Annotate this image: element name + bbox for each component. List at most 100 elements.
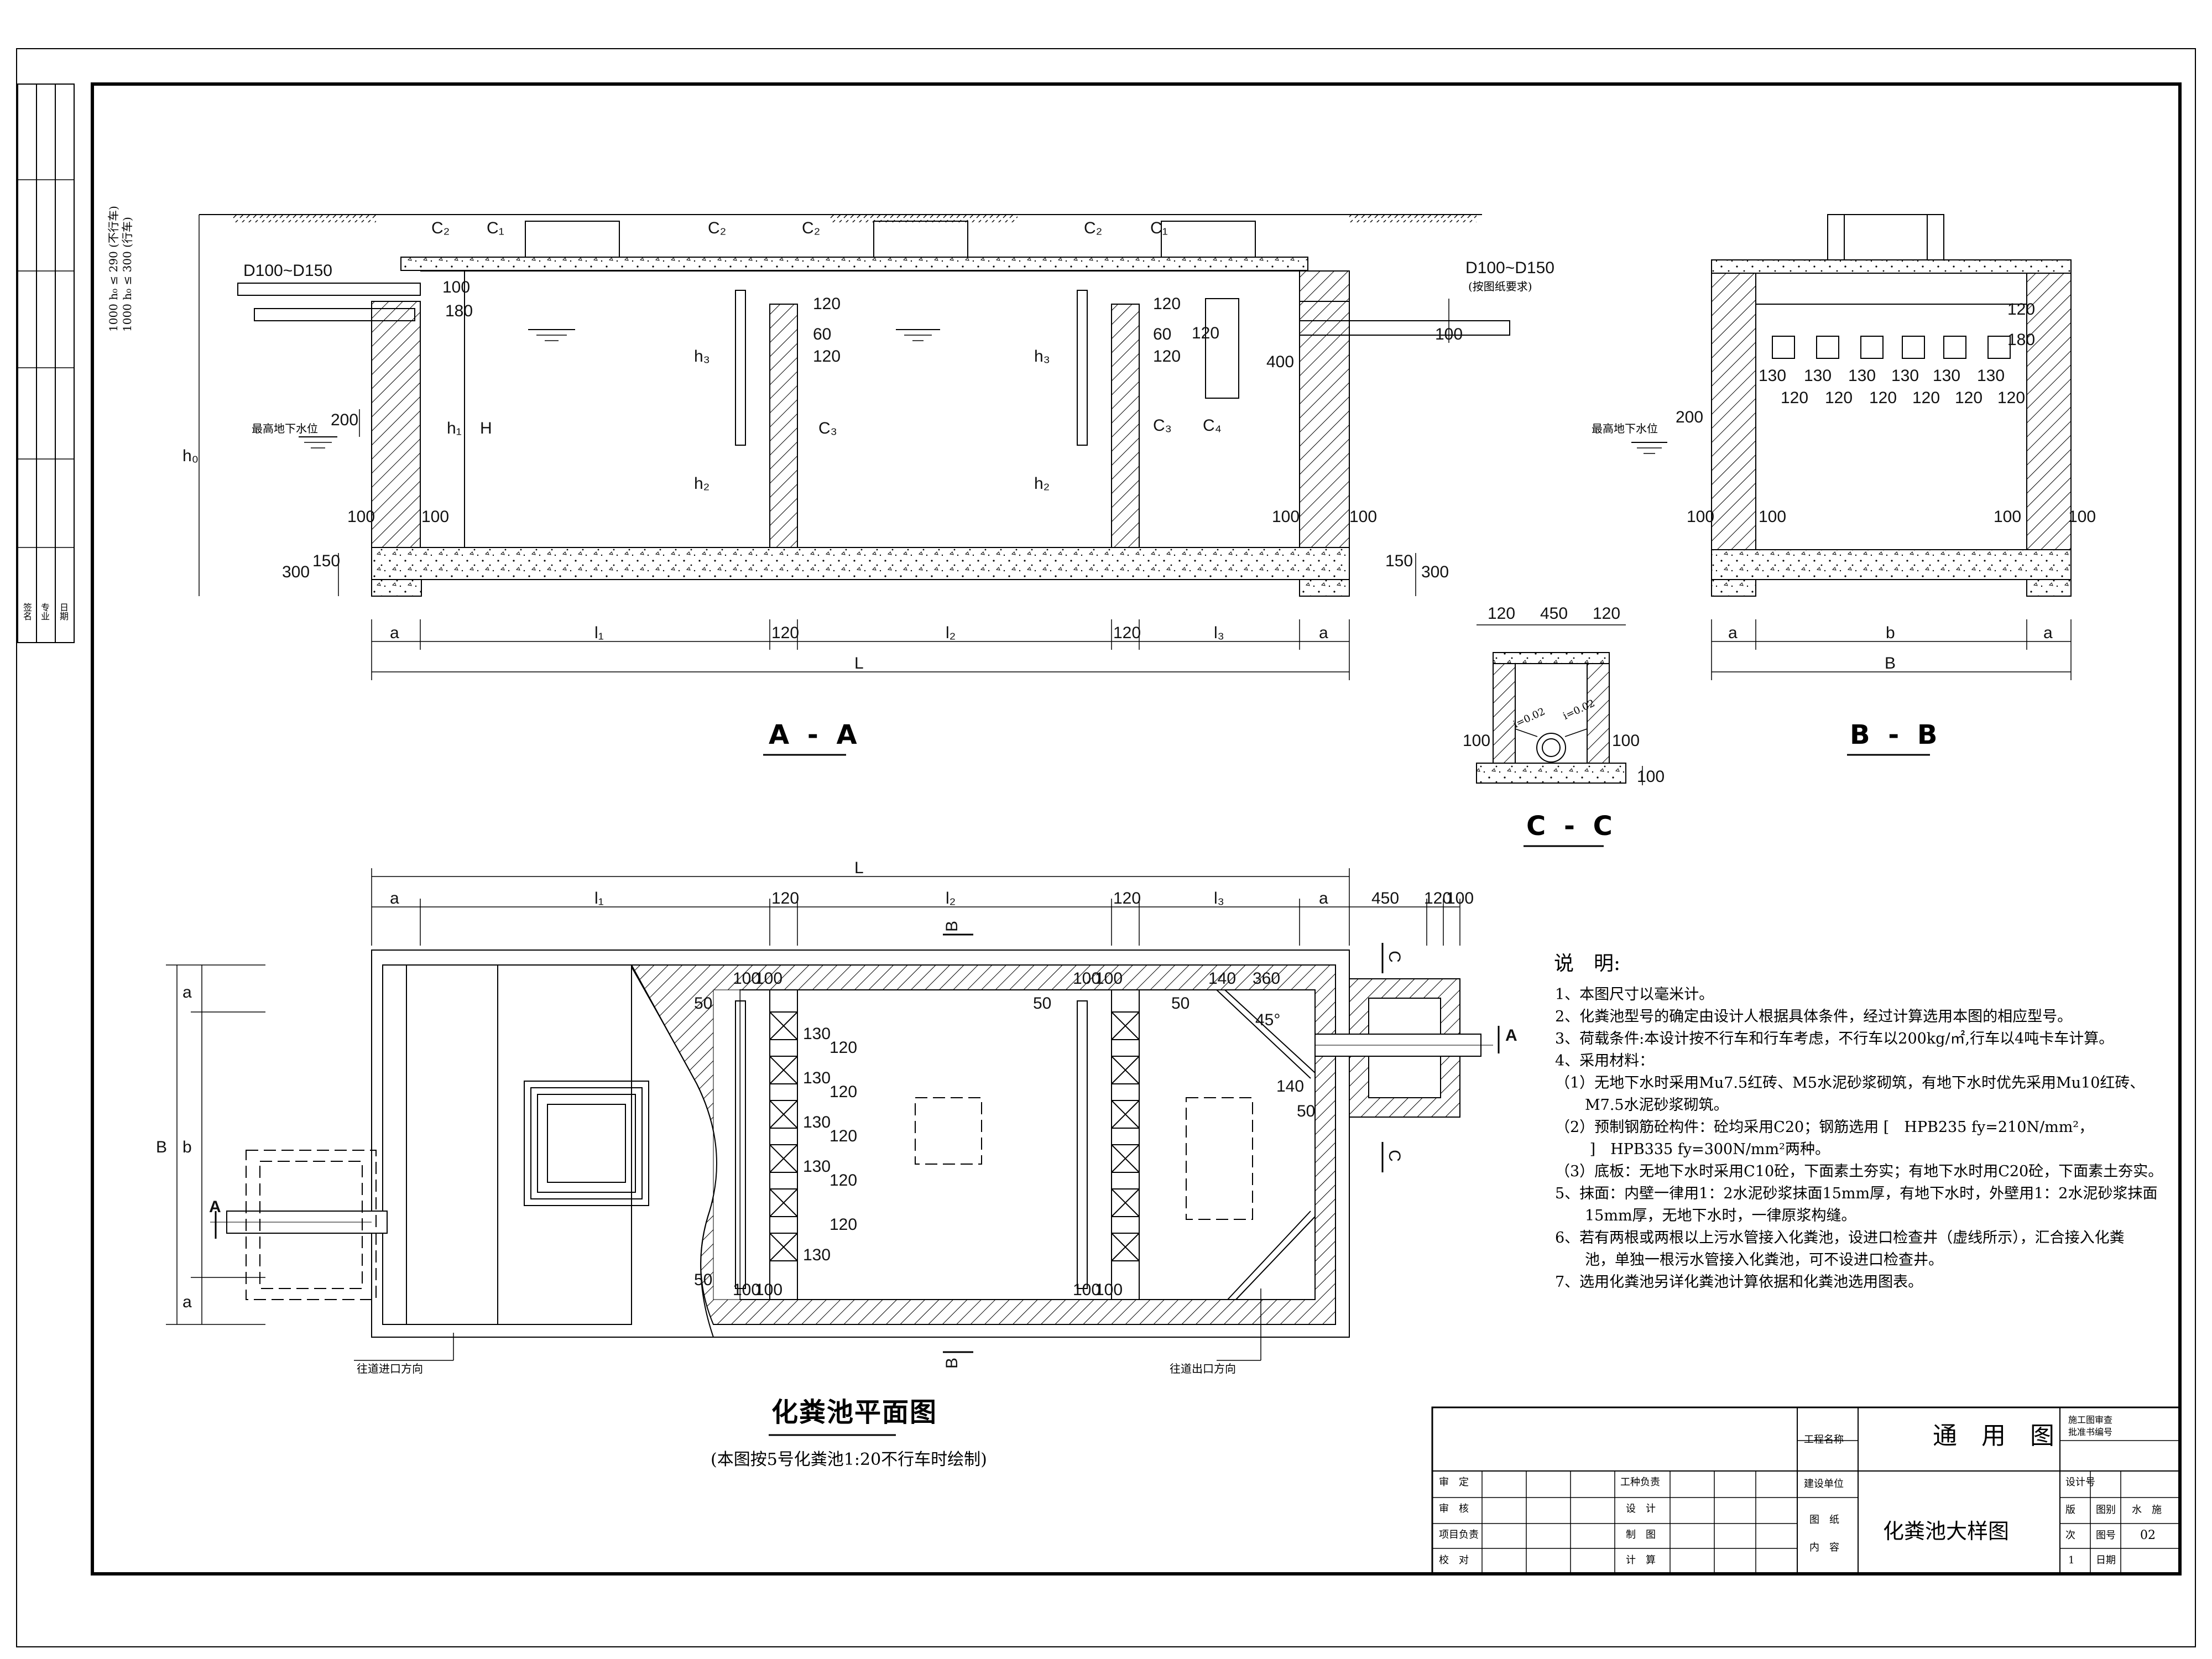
- bb-openings: [1772, 336, 2011, 359]
- plan-dim-360: 360: [1253, 969, 1281, 988]
- plan-dim-120-c: 120: [1424, 889, 1452, 907]
- aa-dim-100-w3: 100: [1272, 508, 1300, 526]
- tb-r2c: 02: [2140, 1528, 2156, 1542]
- aa-bottom-l3: l₃: [1214, 624, 1224, 642]
- aa-bottom-120-a: 120: [771, 624, 800, 642]
- aa-dim-150-r: 150: [1385, 552, 1413, 570]
- aa-dim-150-l: 150: [312, 552, 341, 570]
- tb-content-label-2: 内 容: [1809, 1542, 1839, 1553]
- plan-dim-50-5: 50: [694, 1271, 713, 1289]
- notes-line-4: 4、采用材料：: [1555, 1052, 1655, 1070]
- aa-groundwater-label: 最高地下水位: [252, 422, 318, 435]
- plan-grid-130-3: 130: [803, 1113, 831, 1131]
- aa-c4-label: C₄: [1203, 416, 1222, 435]
- bb-groundwater-label: 最高地下水位: [1592, 422, 1658, 435]
- plan-grid-120-2: 120: [830, 1083, 858, 1101]
- tb-r1c: 水 施: [2132, 1504, 2162, 1516]
- bb-dim-130-4: 130: [1891, 367, 1919, 385]
- aa-dim-300-l: 300: [282, 563, 310, 581]
- aa-dim-60-a: 60: [813, 325, 832, 343]
- notes-line-3: 3、荷载条件:本设计按不行车和行车考虑，不行车以200kg/㎡,行车以4吨卡车计…: [1555, 1030, 2114, 1047]
- plan-dim-120-a: 120: [771, 889, 800, 907]
- bb-dim-130-1: 130: [1759, 367, 1787, 385]
- plan-dim-50-4: 50: [1297, 1102, 1316, 1120]
- aa-bottom-l1: l₁: [594, 624, 604, 642]
- notes-line-13: 池，单独一根污水管接入化粪池，可不设进口检查井。: [1555, 1251, 1943, 1269]
- plan-title: 化粪池平面图: [771, 1397, 938, 1428]
- bb-dim-130-3: 130: [1848, 367, 1876, 385]
- aa-bottom-a-right: a: [1319, 624, 1328, 642]
- aa-c2-label-1: C₂: [431, 219, 450, 237]
- aa-h1-label: h₁: [447, 419, 462, 437]
- tb-row-left-2: 审 核: [1439, 1503, 1469, 1515]
- plan-holes: [769, 1011, 1140, 1261]
- bb-dim-130-2: 130: [1804, 367, 1832, 385]
- notes-line-8: ] HPB335 fy=300N/mm²两种。: [1555, 1141, 1830, 1158]
- tb-row-left-3: 项目负责: [1439, 1529, 1479, 1541]
- cc-dim-100-base: 100: [1637, 768, 1665, 786]
- plan-dim-l1: l₁: [594, 889, 604, 907]
- bb-dim-120-1: 120: [1781, 389, 1809, 407]
- aa-dim-120-d: 120: [1153, 347, 1181, 366]
- aa-dim-300-r: 300: [1421, 563, 1449, 581]
- plan-dim-l2: l₂: [946, 889, 956, 907]
- aa-dim-100-w1: 100: [347, 508, 375, 526]
- cc-dim-120-left: 120: [1488, 604, 1516, 623]
- plan-dim-140: 140: [1208, 969, 1237, 988]
- title-block-frame: [1431, 1406, 2181, 1575]
- plan-dim-100-1: 100: [733, 969, 761, 988]
- plan-dim-a-left: a: [390, 889, 399, 907]
- margin-label-c: 日期: [58, 603, 69, 620]
- tb-content-label-1: 图 纸: [1809, 1514, 1839, 1526]
- aa-pipe-right-label: D100~D150: [1465, 259, 1554, 277]
- aa-c2-label-3: C₂: [802, 219, 821, 237]
- tb-r1: 版: [2065, 1504, 2075, 1516]
- notes-line-12: 6、若有两根或两根以上污水管接入化粪池，设进口检查井（虚线所示），汇合接入化粪: [1555, 1229, 2125, 1246]
- notes-line-10: 5、抹面：内壁一律用1：2水泥砂浆抹面15mm厚，有地下水时，外壁用1：2水泥砂…: [1555, 1185, 2158, 1202]
- plan-dim-140-b: 140: [1276, 1077, 1305, 1095]
- plan-cut-a-left: A: [209, 1198, 221, 1216]
- cc-dim-120-right: 120: [1593, 604, 1621, 623]
- tb-row-mid-4: 计 算: [1626, 1554, 1656, 1566]
- aa-pipe-right-note: (按图纸要求): [1468, 280, 1532, 293]
- margin-label-a: 专业: [39, 603, 50, 620]
- plan-dim-100-5: 100: [733, 1281, 761, 1299]
- tb-r2: 次: [2065, 1530, 2075, 1541]
- bb-dim-120-3: 120: [1869, 389, 1897, 407]
- plan-dim-50-1: 50: [694, 994, 713, 1013]
- section-aa-title: A - A: [769, 719, 862, 750]
- aa-c3-label-2: C₃: [1153, 416, 1172, 435]
- plan-dim-l3: l₃: [1214, 889, 1224, 907]
- aa-h2-label-2: h₂: [1034, 474, 1050, 493]
- tb-drawing-name: 化粪池大样图: [1883, 1519, 2010, 1543]
- cc-dim-100-right: 100: [1612, 732, 1640, 750]
- notes-line-14: 7、选用化粪池另详化粪池计算依据和化粪池选用图表。: [1555, 1274, 1923, 1291]
- aa-bottom-a-left: a: [390, 624, 399, 642]
- aa-dim-120-b: 120: [813, 347, 841, 366]
- aa-dim-100-w4: 100: [1349, 508, 1378, 526]
- bb-bottom-b: b: [1886, 624, 1895, 642]
- bb-dim-130-5: 130: [1933, 367, 1961, 385]
- tb-row-left-1: 审 定: [1439, 1477, 1469, 1488]
- notes-line-9: （3）底板：无地下水时采用C10砼，下面素土夯实；有地下水时用C20砼，下面素土…: [1555, 1163, 2163, 1180]
- tb-row-left-4: 校 对: [1439, 1554, 1469, 1566]
- tb-r3b: 日期: [2096, 1554, 2116, 1566]
- plan-dim-50-2: 50: [1033, 994, 1052, 1013]
- section-cc: [1476, 624, 1643, 847]
- bb-dim-side-100-d: 100: [2068, 508, 2096, 526]
- aa-dim-60-b: 60: [1153, 325, 1172, 343]
- bb-bottom-B: B: [1885, 654, 1896, 672]
- plan-grid-130-2: 130: [803, 1069, 831, 1087]
- bb-dim-120-6: 120: [1997, 389, 2026, 407]
- aa-h2-label-1: h₂: [694, 474, 710, 493]
- plan-dim-b: b: [182, 1138, 192, 1156]
- bb-dim-120-5: 120: [1955, 389, 1983, 407]
- aa-bottom-l2: l₂: [946, 624, 956, 642]
- aa-bottom-L: L: [854, 654, 864, 672]
- tb-row-mid-3: 制 图: [1626, 1529, 1656, 1541]
- plan-cut-b-top: B: [943, 920, 962, 932]
- plan-grid-120-5: 120: [830, 1215, 858, 1234]
- tb-row-mid-2: 设 计: [1626, 1503, 1656, 1515]
- bb-dim-side-100-b: 100: [1759, 508, 1787, 526]
